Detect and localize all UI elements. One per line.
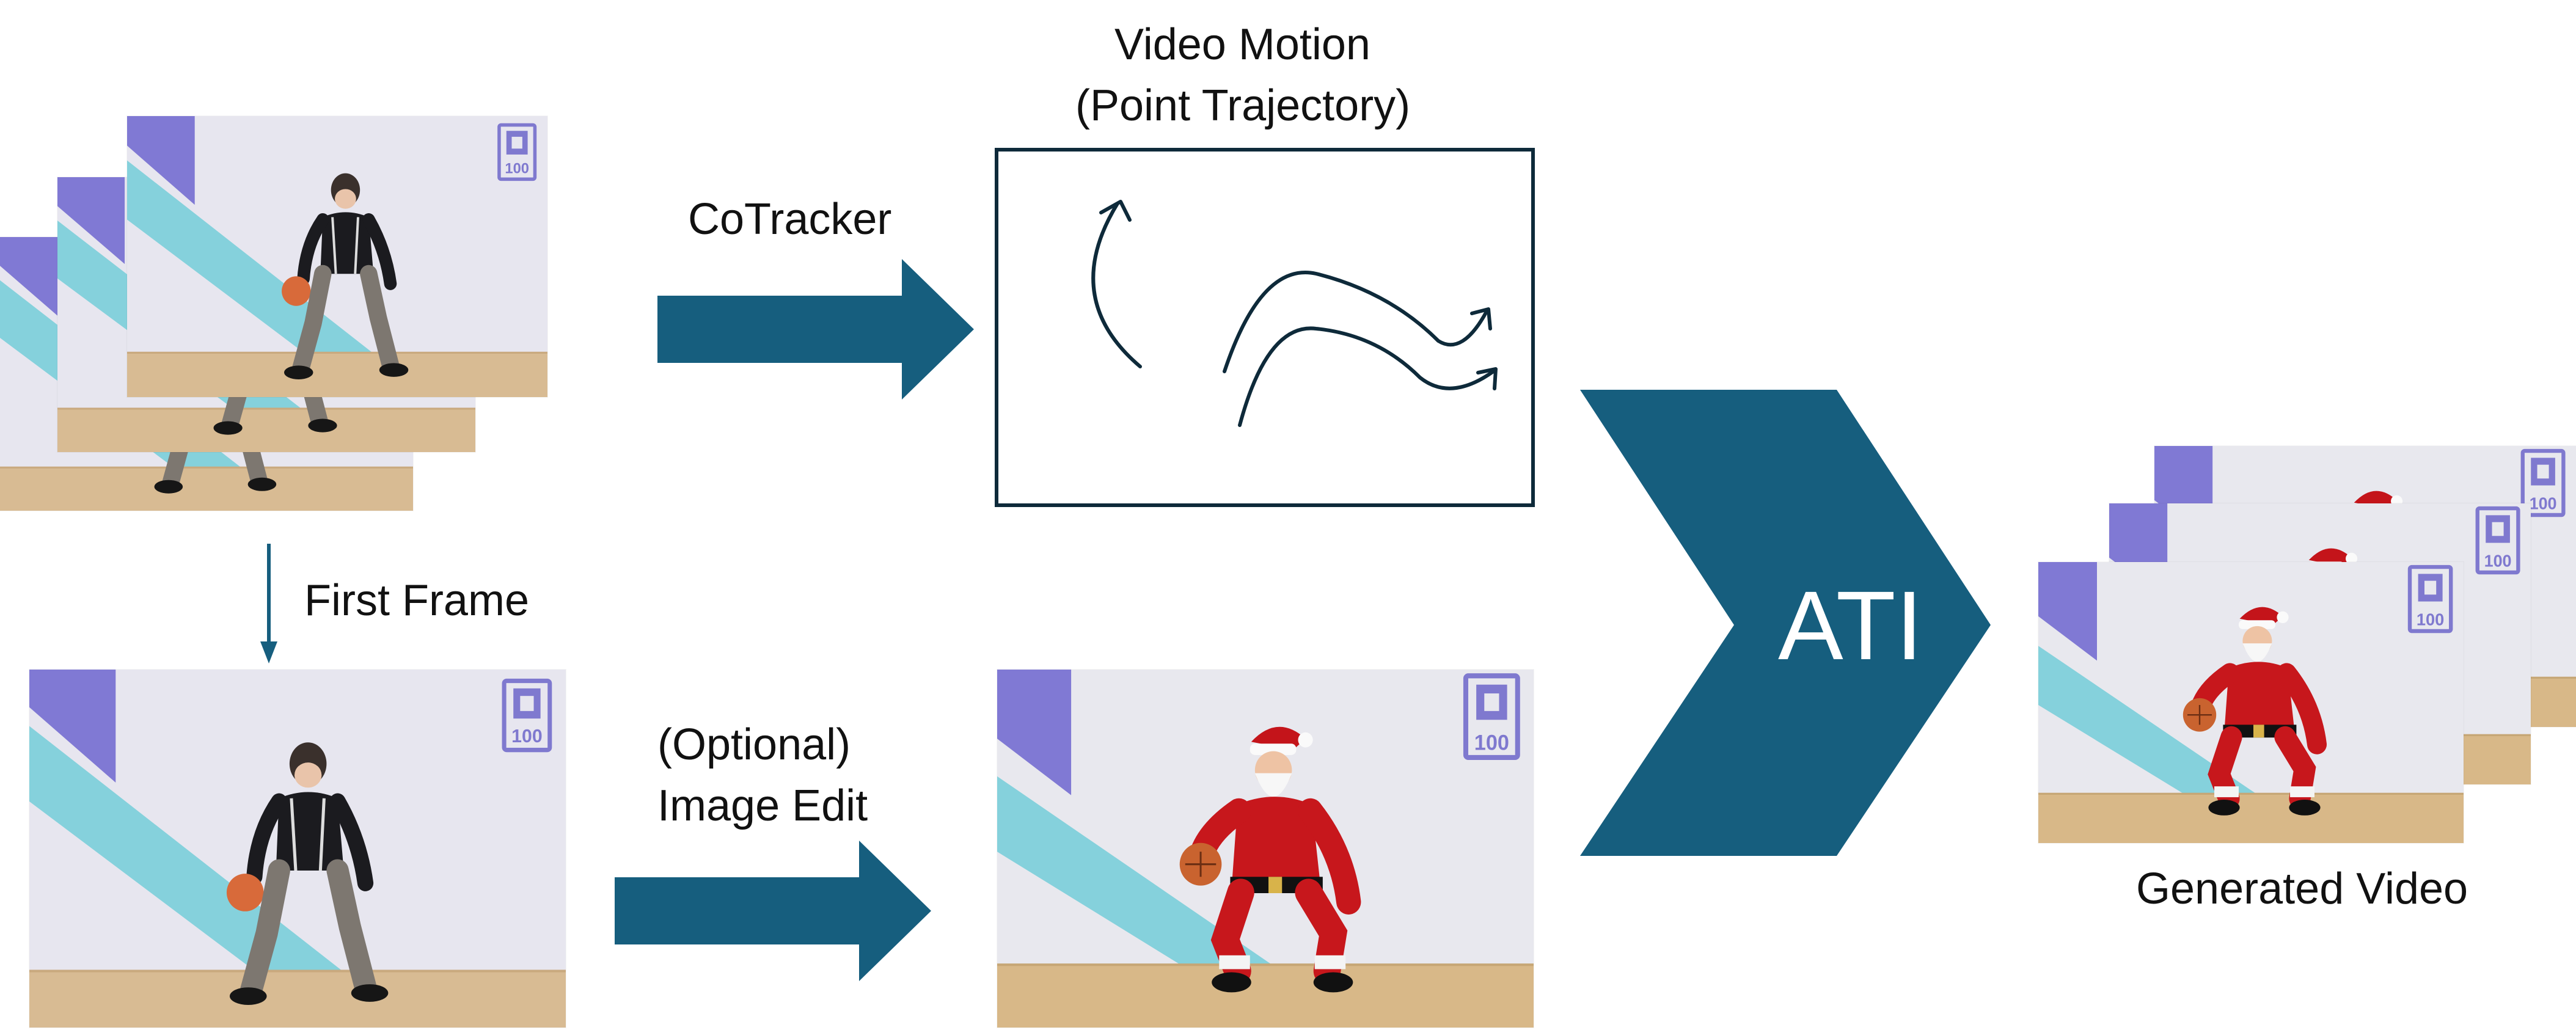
edited-image bbox=[997, 670, 1534, 1028]
trajectory-curves bbox=[1091, 200, 1498, 427]
cotracker-label: CoTracker bbox=[688, 195, 892, 244]
ati-label: ATI bbox=[1778, 571, 1923, 680]
point-trajectory-box bbox=[995, 148, 1535, 507]
generated-frame-1 bbox=[2038, 562, 2464, 843]
input-frame-1 bbox=[127, 116, 547, 397]
ati-chevron bbox=[1580, 390, 1991, 856]
image-edit-label-line1: (Optional) bbox=[657, 720, 851, 769]
first-frame-label: First Frame bbox=[304, 576, 529, 625]
generated-video-label: Generated Video bbox=[2136, 864, 2468, 913]
image-edit-arrow bbox=[615, 841, 931, 981]
video-motion-title-line2: (Point Trajectory) bbox=[1075, 81, 1411, 130]
video-motion-title-line1: Video Motion bbox=[1114, 20, 1370, 69]
image-edit-label-line2: Image Edit bbox=[657, 781, 868, 830]
first-frame-image bbox=[29, 670, 566, 1028]
cotracker-arrow bbox=[657, 259, 974, 400]
first-frame-arrow bbox=[260, 544, 277, 663]
